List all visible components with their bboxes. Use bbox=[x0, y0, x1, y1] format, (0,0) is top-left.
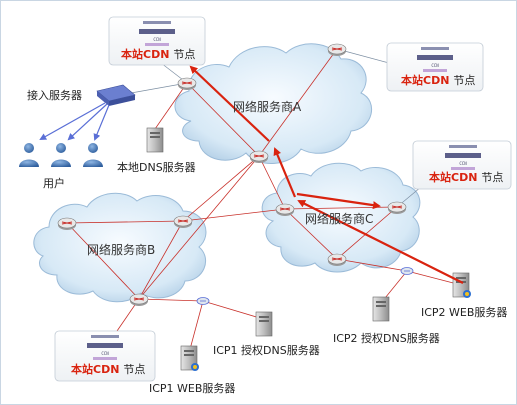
icp2-web-label: ICP2 WEB服务器 bbox=[421, 306, 507, 319]
isp-a-label: 网络服务商A bbox=[233, 99, 302, 114]
icp1-web-server-icon bbox=[180, 345, 199, 371]
cloud-isp-c bbox=[261, 162, 421, 273]
cdn-logo-text: CCN bbox=[101, 351, 109, 356]
access-server-label: 接入服务器 bbox=[27, 89, 82, 102]
router-isp-c-bottom bbox=[327, 253, 347, 266]
router-isp-c-right bbox=[387, 201, 407, 214]
switch-icp2 bbox=[400, 267, 414, 275]
router-isp-a-top bbox=[177, 77, 197, 90]
icp1-dns-label: ICP1 授权DNS服务器 bbox=[213, 343, 320, 357]
router-isp-b-right bbox=[173, 215, 193, 228]
local-dns-label: 本地DNS服务器 bbox=[117, 160, 196, 174]
icp2-dns-label: ICP2 授权DNS服务器 bbox=[333, 331, 440, 345]
cloud-isp-b bbox=[33, 192, 207, 303]
isp-b-label: 网络服务商B bbox=[87, 242, 155, 257]
router-isp-b-left bbox=[57, 217, 77, 230]
switch-icp1 bbox=[196, 297, 210, 305]
cdn-logo-text: CCN bbox=[459, 161, 467, 166]
access-links bbox=[39, 102, 110, 141]
router-isp-b-bottom bbox=[129, 293, 149, 306]
icp2-web-server-icon bbox=[452, 272, 471, 298]
local-dns-server-icon bbox=[146, 127, 164, 153]
cdn-logo-text: CCN bbox=[431, 63, 439, 68]
icp2-dns-server-icon bbox=[372, 296, 390, 322]
icp1-web-label: ICP1 WEB服务器 bbox=[149, 382, 235, 395]
icp1-dns-server-icon bbox=[255, 311, 273, 337]
user-icon bbox=[83, 143, 103, 167]
request-flow-arrows bbox=[189, 65, 464, 284]
isp-c-label: 网络服务商C bbox=[305, 211, 373, 226]
user-icon bbox=[19, 143, 39, 167]
access-server-icon bbox=[96, 84, 136, 106]
router-isp-c-left bbox=[275, 203, 295, 216]
router-isp-a-bottom bbox=[249, 150, 269, 163]
user-icon bbox=[51, 143, 71, 167]
cdn-logo-text: CCN bbox=[153, 37, 161, 42]
router-isp-a-right bbox=[327, 43, 347, 56]
cloud-isp-a bbox=[174, 43, 372, 165]
users-label: 用户 bbox=[43, 176, 65, 190]
